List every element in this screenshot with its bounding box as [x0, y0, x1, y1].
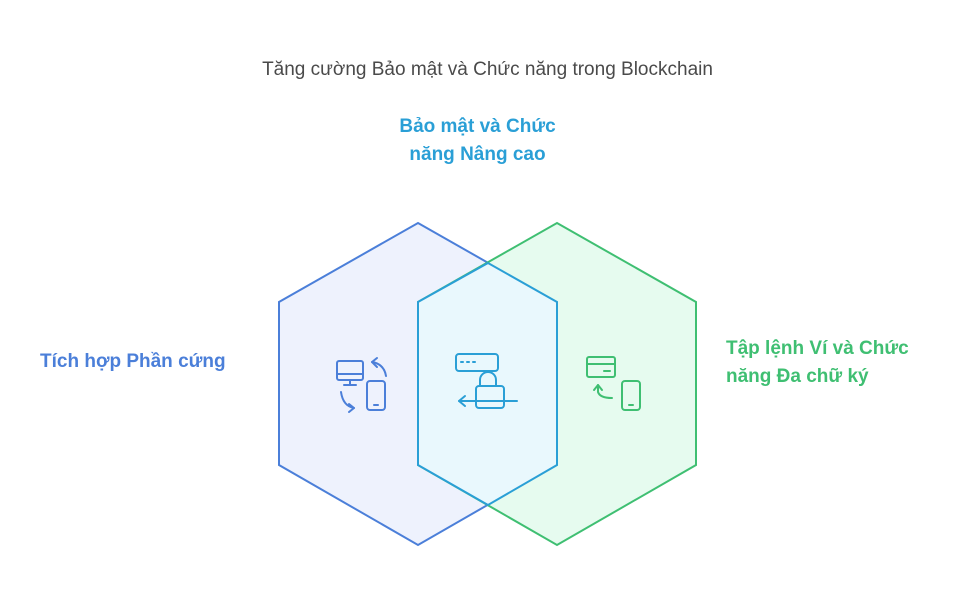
right-label: Tập lệnh Ví và Chức năng Đa chữ ký [726, 335, 966, 391]
overlap-hexagon [417, 261, 558, 507]
card-phone-transfer-icon [586, 356, 641, 411]
unlock-padlock-icon [455, 353, 518, 409]
center-label-line1: Bảo mật và Chức [399, 116, 556, 137]
computer-phone-sync-icon [336, 357, 387, 413]
left-label: Tích hợp Phần cứng [40, 351, 226, 372]
page-title: Tăng cường Bảo mật và Chức năng trong Bl… [262, 59, 713, 80]
right-label-line2: năng Đa chữ ký [726, 366, 869, 387]
center-label: Bảo mật và Chức năng Nâng cao [340, 113, 615, 169]
right-label-line1: Tập lệnh Ví và Chức [726, 338, 909, 359]
center-label-line2: năng Nâng cao [409, 144, 546, 165]
